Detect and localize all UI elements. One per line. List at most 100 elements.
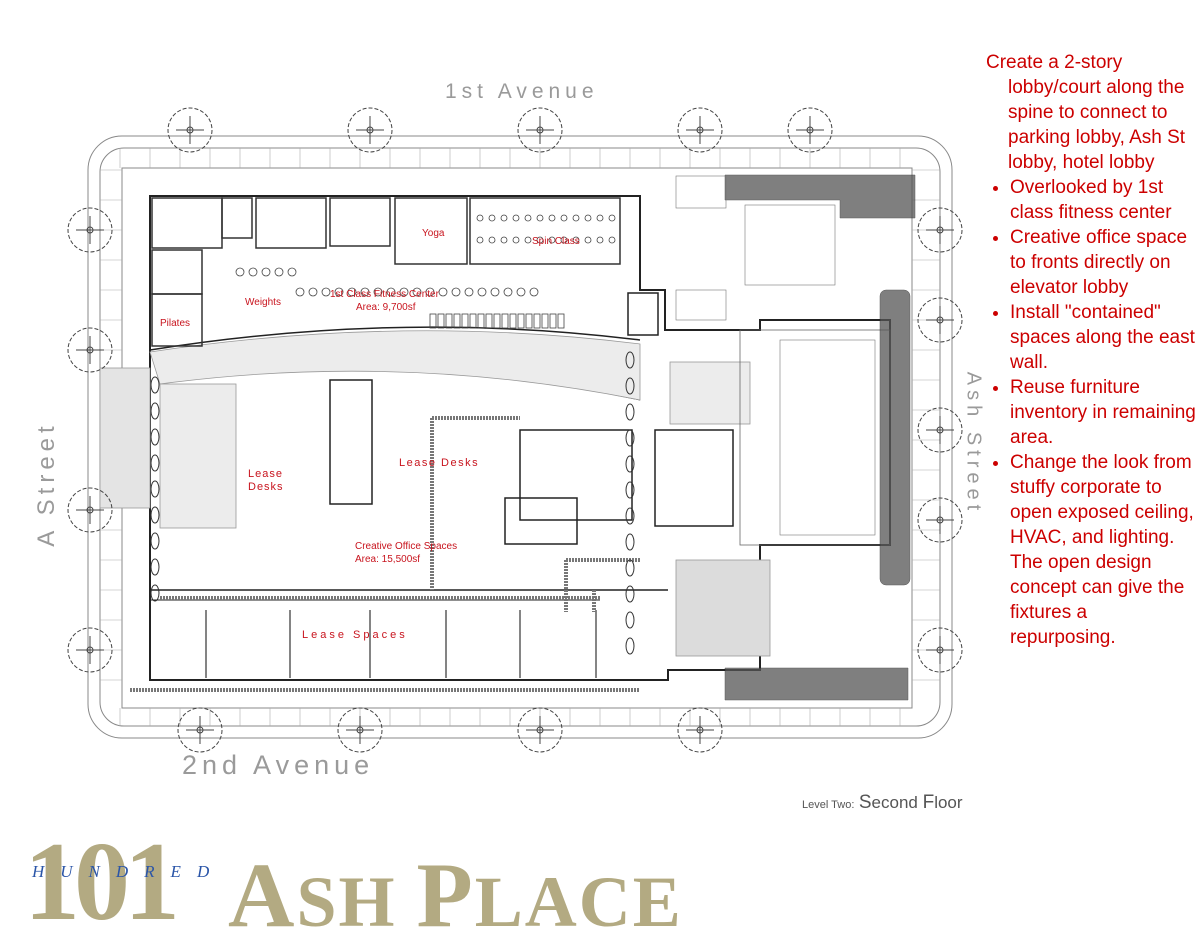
window-mark: [625, 533, 635, 551]
note-item: Reuse furniture inventory in remaining a…: [1010, 375, 1196, 450]
fitness-machine: [373, 287, 383, 297]
spin-bike: [608, 214, 616, 222]
workstation: [469, 313, 477, 329]
label-spin-class: Spin Class: [532, 236, 580, 247]
spin-bike: [536, 214, 544, 222]
fitness-machine: [334, 287, 344, 297]
spin-bike: [488, 214, 496, 222]
logo-hundred: HUNDRED: [32, 862, 226, 881]
tree-symbol: [677, 107, 723, 153]
fitness-machine: [477, 287, 487, 297]
label-lease-desks-left-2: Desks: [248, 481, 284, 493]
workstation: [557, 313, 565, 329]
level-rest2: loor: [934, 793, 963, 812]
spin-bike: [584, 236, 592, 244]
spin-bike: [596, 236, 604, 244]
fitness-machine: [274, 267, 284, 277]
workstation: [485, 313, 493, 329]
window-mark: [150, 480, 160, 498]
fitness-machine: [399, 287, 409, 297]
terrace-grid: [675, 175, 876, 536]
tree-symbol: [917, 407, 963, 453]
lobby-fill: [99, 329, 891, 657]
window-mark: [625, 351, 635, 369]
level-label: Level Two: Second Floor: [802, 792, 963, 814]
workstation: [533, 313, 541, 329]
tree-symbol: [917, 497, 963, 543]
workstation: [517, 313, 525, 329]
spin-bike: [608, 236, 616, 244]
fitness-walls: [151, 197, 621, 347]
street-south: 2nd Avenue: [182, 750, 375, 780]
fitness-machine: [503, 287, 513, 297]
window-mark: [625, 637, 635, 655]
spin-bike: [572, 214, 580, 222]
spin-bike: [548, 236, 556, 244]
trees: [67, 107, 963, 753]
spin-bike: [524, 214, 532, 222]
window-mark: [625, 429, 635, 447]
fitness-machine: [308, 287, 318, 297]
spin-bike: [560, 236, 568, 244]
window-mark: [625, 585, 635, 603]
level-prefix: Level Two:: [802, 799, 855, 811]
tree-symbol: [67, 327, 113, 373]
note-item: Install "contained" spaces along the eas…: [1010, 300, 1196, 375]
tree-symbol: [67, 487, 113, 533]
level-f: F: [922, 792, 935, 813]
label-pilates: Pilates: [160, 318, 190, 329]
window-mark: [150, 532, 160, 550]
fitness-machine: [360, 287, 370, 297]
logo-p-cap: P: [416, 844, 475, 946]
window-mark: [150, 584, 160, 602]
workstation: [445, 313, 453, 329]
tree-symbol: [67, 627, 113, 673]
workstation: [477, 313, 485, 329]
label-fitness-area: Area: 9,700sf: [356, 302, 416, 313]
fitness-machine: [287, 267, 297, 277]
spin-bike: [536, 236, 544, 244]
logo-p-rest: LACE: [474, 862, 683, 942]
spin-bike: [548, 214, 556, 222]
spin-bike: [500, 214, 508, 222]
workstation: [549, 313, 557, 329]
label-lease-spaces: Lease Spaces: [302, 629, 408, 641]
window-mark: [150, 454, 160, 472]
tree-symbol: [917, 207, 963, 253]
fitness-machine: [490, 287, 500, 297]
fitness-machine: [516, 287, 526, 297]
workstation: [541, 313, 549, 329]
workstation: [501, 313, 509, 329]
fitness-machine: [464, 287, 474, 297]
room-labels: Yoga Spin Class Weights Pilates 1st Clas…: [160, 228, 580, 641]
window-mark: [625, 403, 635, 421]
workstation: [525, 313, 533, 329]
workstation: [493, 313, 501, 329]
window-mark: [150, 428, 160, 446]
spin-bike: [524, 236, 532, 244]
window-mark: [150, 506, 160, 524]
spin-bike: [512, 214, 520, 222]
note-item: Creative office space to fronts directly…: [1010, 225, 1196, 300]
desk-runs: [130, 416, 640, 692]
tree-symbol: [677, 707, 723, 753]
fitness-machine: [412, 287, 422, 297]
label-creative-area: Area: 15,500sf: [355, 554, 420, 565]
fitness-machine: [261, 267, 271, 277]
window-mark: [150, 402, 160, 420]
notes-list: Overlooked by 1st class fitness center C…: [986, 175, 1196, 650]
tree-symbol: [917, 627, 963, 673]
label-weights: Weights: [245, 297, 281, 308]
fitness-machine: [235, 267, 245, 277]
fitness-machine: [248, 267, 258, 277]
logo-name: ASH PLACE: [228, 842, 683, 948]
spin-bike: [560, 214, 568, 222]
design-notes: Create a 2-story lobby/court along the s…: [986, 50, 1196, 650]
fitness-machine: [529, 287, 539, 297]
window-mark: [150, 558, 160, 576]
tree-symbol: [337, 707, 383, 753]
window-mark: [625, 507, 635, 525]
spin-bike: [512, 236, 520, 244]
tree-symbol: [787, 107, 833, 153]
window-mark: [625, 377, 635, 395]
